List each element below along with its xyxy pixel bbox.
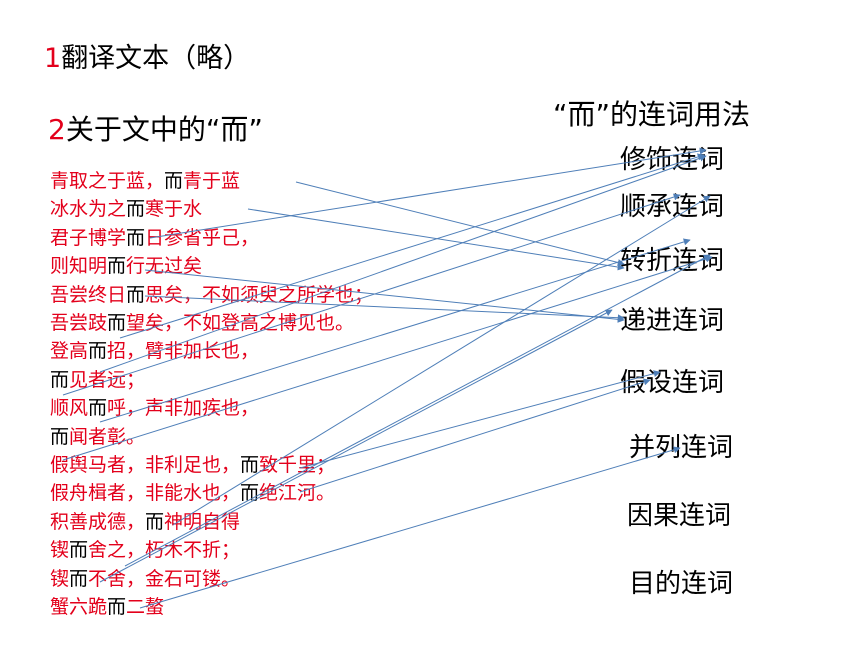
er-word: 而 xyxy=(240,482,260,505)
sentence-pre: 登高 xyxy=(50,340,89,363)
sentence-row: 而见者远； xyxy=(50,366,373,394)
er-word: 而 xyxy=(50,368,70,391)
usage-adversative: 转折连词 xyxy=(620,246,725,276)
section-title-text: 关于文中的“而” xyxy=(65,113,263,146)
sentence-post: 不舍，金石可镂。 xyxy=(88,567,241,590)
sentence-row: 假舟楫者，非能水也，而绝江河。 xyxy=(50,479,373,507)
sentence-post: 青于蓝 xyxy=(183,170,241,192)
sentence-row: 顺风而呼，声非加疾也， xyxy=(50,394,373,422)
sentence-row: 登高而招，臂非加长也， xyxy=(50,337,373,365)
sentence-pre: 假舆马者，非利足也， xyxy=(50,454,241,477)
sentence-post: 呼，声非加疾也， xyxy=(107,397,260,420)
er-word: 而 xyxy=(240,454,260,477)
er-word: 而 xyxy=(69,539,89,562)
section-title-translation: 1翻译文本（略） xyxy=(44,36,250,75)
er-word: 而 xyxy=(126,226,146,249)
sentence-list: 青取之于蓝，而青于蓝 冰水为之而寒于水 君子博学而日参省乎己， 则知明而行无过矣… xyxy=(50,167,373,622)
sentence-post: 致千里； xyxy=(259,454,336,477)
sentence-post: 二螯 xyxy=(126,596,165,619)
sentence-row: 蟹六跪而二螯 xyxy=(50,593,373,621)
usage-progressive: 递进连词 xyxy=(620,306,725,336)
er-word: 而 xyxy=(126,198,146,221)
sentence-row: 青取之于蓝，而青于蓝 xyxy=(50,167,373,195)
sentence-post: 思矣，不如须臾之所学也； xyxy=(145,283,374,306)
sentence-pre: 冰水为之 xyxy=(50,198,127,221)
sentence-pre: 假舟楫者，非能水也， xyxy=(50,482,241,505)
er-word: 而 xyxy=(88,397,108,420)
sentence-pre: 君子博学 xyxy=(50,226,127,249)
sentence-post: 闻者彰。 xyxy=(69,425,146,448)
er-word: 而 xyxy=(88,340,108,363)
er-word: 而 xyxy=(145,510,165,533)
er-word: 而 xyxy=(126,283,146,306)
section-title-er: 2关于文中的“而” xyxy=(48,108,263,148)
er-word: 而 xyxy=(107,312,127,335)
sentence-pre: 锲 xyxy=(50,567,70,590)
sentence-row: 而闻者彰。 xyxy=(50,423,373,451)
sentence-post: 绝江河。 xyxy=(259,482,336,505)
sentence-row: 假舆马者，非利足也，而致千里； xyxy=(50,451,373,479)
er-word: 而 xyxy=(107,255,127,278)
sentence-pre: 积善成德， xyxy=(50,510,146,533)
sentence-pre: 吾尝跂 xyxy=(50,312,108,335)
sentence-post: 日参省乎己， xyxy=(145,226,260,249)
sentence-row: 积善成德，而神明自得 xyxy=(50,508,373,536)
usage-hypothetical: 假设连词 xyxy=(620,368,725,398)
sentence-pre: 青取之于蓝， xyxy=(50,170,165,192)
er-word: 而 xyxy=(69,567,89,590)
usage-sequential: 顺承连词 xyxy=(620,192,725,222)
sentence-row: 则知明而行无过矣 xyxy=(50,252,373,280)
er-word: 而 xyxy=(107,596,127,619)
section-number: 1 xyxy=(44,43,62,74)
sentence-pre: 顺风 xyxy=(50,397,89,420)
sentence-row: 吾尝跂而望矣，不如登高之博见也。 xyxy=(50,309,373,337)
sentence-pre: 锲 xyxy=(50,539,70,562)
sentence-row: 锲而不舍，金石可镂。 xyxy=(50,565,373,593)
usage-heading: “而”的连词用法 xyxy=(553,98,751,131)
er-word: 而 xyxy=(50,425,70,448)
usage-coordinate: 并列连词 xyxy=(629,433,734,463)
sentence-pre: 吾尝终日 xyxy=(50,283,127,306)
usage-purposive: 目的连词 xyxy=(629,569,734,599)
sentence-row: 吾尝终日而思矣，不如须臾之所学也； xyxy=(50,281,373,309)
sentence-row: 君子博学而日参省乎己， xyxy=(50,224,373,252)
sentence-post: 神明自得 xyxy=(164,510,241,533)
sentence-pre: 则知明 xyxy=(50,255,108,278)
usage-causal: 因果连词 xyxy=(627,501,732,531)
er-word: 而 xyxy=(164,170,184,192)
usage-modifier: 修饰连词 xyxy=(620,145,725,175)
sentence-post: 望矣，不如登高之博见也。 xyxy=(126,312,355,335)
sentence-post: 见者远； xyxy=(69,368,146,391)
sentence-post: 寒于水 xyxy=(145,198,203,221)
sentence-post: 行无过矣 xyxy=(126,255,203,278)
section-number: 2 xyxy=(48,113,66,146)
sentence-post: 招，臂非加长也， xyxy=(107,340,260,363)
sentence-row: 锲而舍之，朽木不折； xyxy=(50,536,373,564)
section-title-text: 翻译文本（略） xyxy=(61,43,251,74)
sentence-post: 舍之，朽木不折； xyxy=(88,539,241,562)
sentence-pre: 蟹六跪 xyxy=(50,596,108,619)
sentence-row: 冰水为之而寒于水 xyxy=(50,195,373,223)
